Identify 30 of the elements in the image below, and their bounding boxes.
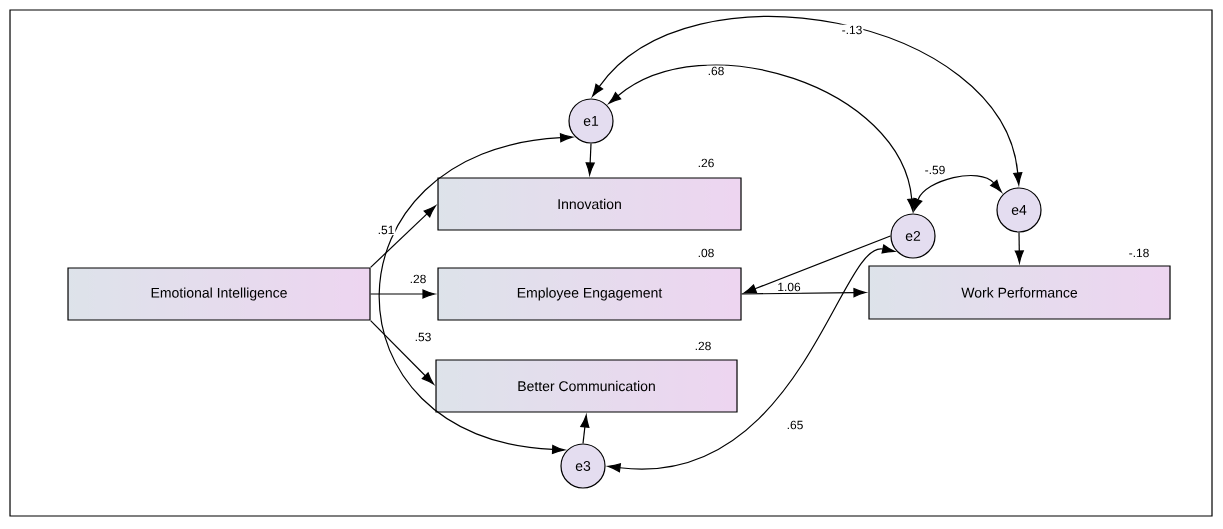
edge-label: .68: [706, 65, 726, 77]
arrow: [370, 320, 435, 385]
variable-box: Emotional Intelligence: [67, 267, 371, 321]
edge-label: -.13: [840, 24, 864, 36]
arrow: [370, 289, 436, 299]
edge-label: -.59: [923, 164, 947, 176]
edge-label: .53: [413, 331, 433, 343]
variable-box: Work Performance: [868, 265, 1171, 320]
variable-box: Better Communication: [435, 359, 738, 413]
arrow: [607, 244, 895, 473]
edge-label: .51: [376, 224, 396, 236]
arrow: [741, 288, 867, 298]
arrow: [913, 174, 1002, 212]
arrow: [592, 16, 1023, 186]
r-squared-label: -.18: [1129, 248, 1149, 258]
arrow: [743, 235, 891, 294]
r-squared-label: .28: [695, 341, 711, 351]
edge-label: .28: [408, 273, 428, 285]
arrow: [378, 133, 573, 455]
r-squared-label: .26: [698, 158, 714, 168]
arrow: [580, 414, 590, 444]
variable-box: Employee Engagement: [437, 267, 742, 321]
arrow: [608, 64, 917, 212]
r-squared-label: .08: [698, 248, 714, 258]
edge-label: 1.06: [776, 281, 802, 293]
arrow: [370, 205, 436, 268]
variable-box: Innovation: [437, 177, 742, 231]
edge-label: .65: [785, 419, 805, 431]
arrow: [1014, 232, 1024, 264]
arrow: [585, 143, 595, 176]
